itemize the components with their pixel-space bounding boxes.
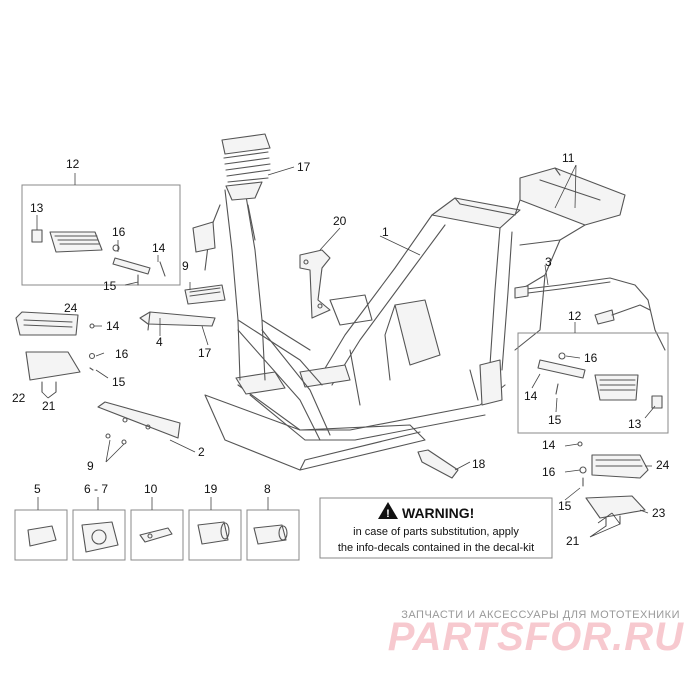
callout-24-left: 24 xyxy=(64,301,78,315)
callout-10: 10 xyxy=(144,482,158,496)
footrest-left-lower xyxy=(15,311,96,393)
callout-1: 1 xyxy=(382,225,389,239)
callout-12-left: 12 xyxy=(66,157,80,171)
callout-13-left: 13 xyxy=(30,201,44,215)
footrest-right-lower xyxy=(577,441,649,527)
small-parts-boxes xyxy=(14,497,300,561)
callout-14-boxed-left: 14 xyxy=(152,241,166,255)
footrest-left-boxed xyxy=(31,229,166,286)
callout-20: 20 xyxy=(333,214,347,228)
callout-4: 4 xyxy=(156,335,163,349)
part-box-8 xyxy=(246,509,300,561)
callout-15-boxed-right: 15 xyxy=(548,413,562,427)
callout-9-upper: 9 xyxy=(182,259,189,273)
watermark-tagline: ЗАПЧАСТИ И АКСЕССУАРЫ ДЛЯ МОТОТЕХНИКИ xyxy=(401,609,680,621)
callout-24-right: 24 xyxy=(656,458,670,472)
warning-notice: ! WARNING! in case of parts substitution… xyxy=(319,497,553,559)
callout-15-right: 15 xyxy=(558,499,572,513)
front-plate-2 xyxy=(97,401,181,439)
part-box-6-7 xyxy=(72,509,126,561)
callout-2: 2 xyxy=(198,445,205,459)
callout-17-upper: 17 xyxy=(297,160,311,174)
warning-line-2: the info-decals contained in the decal-k… xyxy=(338,542,534,554)
callout-5: 5 xyxy=(34,482,41,496)
footrest-right-boxed xyxy=(537,352,663,409)
bracket-20 xyxy=(299,249,331,319)
callout-15-left: 15 xyxy=(112,375,126,389)
footrest-assembly-box-right xyxy=(517,332,669,434)
warning-box xyxy=(319,497,553,559)
leader-lines xyxy=(36,164,656,538)
callout-14-right: 14 xyxy=(542,438,556,452)
callout-9-lower: 9 xyxy=(87,459,94,473)
callout-labels: 1 2 3 4 5 6 - 7 8 9 9 10 11 12 12 13 13 … xyxy=(12,151,670,548)
warning-triangle-icon: ! xyxy=(378,502,398,520)
warning-title: WARNING! xyxy=(402,505,474,521)
callout-15-boxed-left: 15 xyxy=(103,279,117,293)
callout-14-boxed-right: 14 xyxy=(524,389,538,403)
part-box-5 xyxy=(14,509,68,561)
callout-13-right: 13 xyxy=(628,417,642,431)
part-box-19 xyxy=(188,509,242,561)
trim-strip-18 xyxy=(417,449,459,479)
cable-3 xyxy=(514,277,666,351)
svg-text:!: ! xyxy=(386,508,390,520)
bracket-4 xyxy=(139,311,216,331)
watermark: ЗАПЧАСТИ И АКСЕССУАРЫ ДЛЯ МОТОТЕХНИКИ PA… xyxy=(388,609,684,659)
part-box-10 xyxy=(130,509,184,561)
fork-bracket xyxy=(184,221,226,305)
callout-16-right: 16 xyxy=(542,465,556,479)
scooter-frame xyxy=(204,167,626,471)
footrest-assembly-box-left xyxy=(21,184,181,286)
watermark-logo: PARTSFOR.RU xyxy=(388,615,684,659)
callout-17-lower: 17 xyxy=(198,346,212,360)
callout-14-left: 14 xyxy=(106,319,120,333)
callout-23: 23 xyxy=(652,506,666,520)
callout-11: 11 xyxy=(562,151,575,165)
callout-12-right: 12 xyxy=(568,309,582,323)
warning-line-1: in case of parts substitution, apply xyxy=(353,526,519,538)
callout-19: 19 xyxy=(204,482,218,496)
steering-tube-bellows xyxy=(204,133,271,271)
callout-8: 8 xyxy=(264,482,271,496)
callout-6-7: 6 - 7 xyxy=(84,482,108,496)
callout-21-left: 21 xyxy=(42,399,56,413)
callout-16-boxed-left: 16 xyxy=(112,225,126,239)
callout-16-left: 16 xyxy=(115,347,129,361)
callout-22: 22 xyxy=(12,391,26,405)
callout-18: 18 xyxy=(472,457,486,471)
screws-9 xyxy=(105,433,127,445)
callout-21-right: 21 xyxy=(566,534,580,548)
callout-16-boxed-right: 16 xyxy=(584,351,598,365)
callout-3: 3 xyxy=(545,255,552,269)
